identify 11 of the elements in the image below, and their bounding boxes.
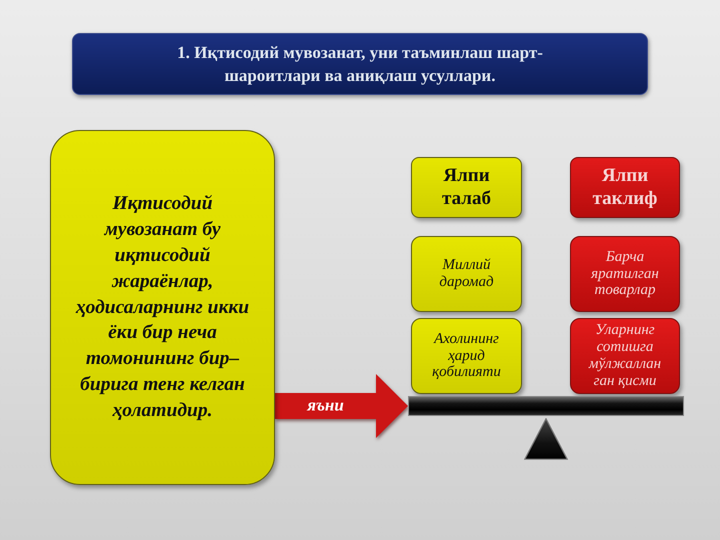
block-arrow — [275, 374, 408, 438]
heading-box: Ялпи таклиф — [570, 157, 680, 218]
balance-beam — [408, 396, 684, 416]
concept-box: Ахолининг ҳарид қобилияти — [411, 318, 522, 394]
title-banner: 1. Иқтисодий мувозанат, уни таъминлаш шарт-шароитлари ва аниқлаш усуллари. — [72, 33, 648, 95]
concept-box: Миллий даромад — [411, 236, 522, 312]
definition-box: Иқтисодий мувозанат бу иқтисодий жараёнлар, ҳодисаларнинг икки ёки бир неча томонининг бир–бирига тенг келган ҳолатидир. — [50, 130, 275, 485]
concept-box: Уларнинг сотишга мўлжаллан ган қисми — [570, 318, 680, 394]
heading-box: Ялпи талаб — [411, 157, 522, 218]
fulcrum-triangle — [524, 418, 568, 460]
concept-box: Барча яратилган товарлар — [570, 236, 680, 312]
